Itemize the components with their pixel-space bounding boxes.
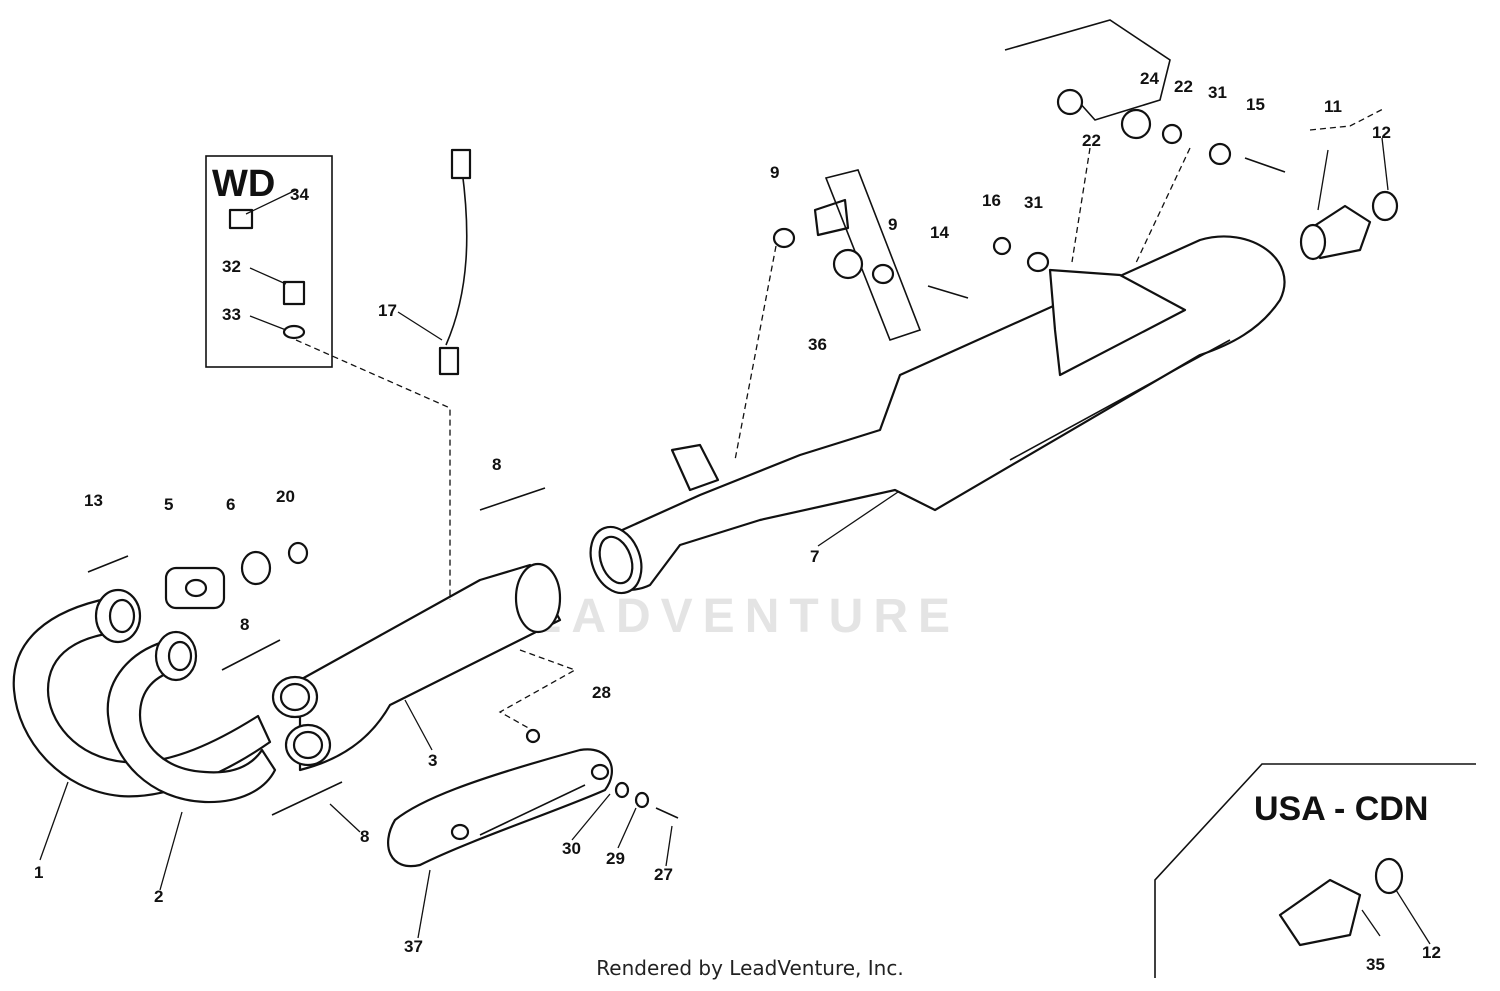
- callout-24: 24: [1140, 69, 1159, 88]
- callout-31a: 31: [1208, 83, 1227, 102]
- nut-20: [287, 541, 309, 565]
- callout-11: 11: [1324, 97, 1342, 116]
- plug-34: [228, 208, 254, 230]
- callout-20: 20: [276, 487, 295, 506]
- collar-22a: [1056, 88, 1084, 116]
- spring-8a: [479, 487, 546, 511]
- callout-22a: 22: [1082, 131, 1101, 150]
- callout-5: 5: [164, 495, 173, 514]
- watermark: LEADVENTURE: [490, 590, 960, 643]
- heat-shield-37: [387, 748, 613, 868]
- sensor-17: [438, 346, 460, 376]
- headpipe-1: [12, 588, 272, 798]
- bolt-13: [87, 555, 129, 573]
- callout-15: 15: [1246, 95, 1265, 114]
- callout-36: 36: [808, 335, 827, 354]
- nut-28: [525, 728, 541, 744]
- callout-37: 37: [404, 937, 423, 956]
- washer-31a: [1026, 251, 1050, 273]
- part-35: [1278, 857, 1404, 947]
- grommet-36: [832, 248, 864, 280]
- headpipe-2: [106, 630, 277, 804]
- middle-pipe-3: [271, 562, 562, 772]
- usa-cdn-box-title: USA - CDN: [1254, 790, 1428, 828]
- callout-3: 3: [428, 751, 437, 770]
- wd-box-title: WD: [212, 163, 275, 205]
- callout-32: 32: [222, 257, 241, 276]
- bolt-14: [927, 285, 969, 299]
- washer-29: [634, 791, 650, 809]
- callout-28: 28: [592, 683, 611, 702]
- grommet-24: [1120, 108, 1152, 140]
- callout-9a: 9: [770, 163, 779, 182]
- grommet-9b: [871, 263, 895, 285]
- bolt-15: [1244, 157, 1286, 173]
- callout-8b: 8: [240, 615, 249, 634]
- leader-lines: [39, 107, 1431, 945]
- callout-1: 1: [34, 863, 43, 882]
- frame-section: [1004, 19, 1171, 121]
- callout-30: 30: [562, 839, 581, 858]
- callout-2: 2: [154, 887, 163, 906]
- callout-9b: 9: [888, 215, 897, 234]
- callout-34: 34: [290, 185, 309, 204]
- bolt-27: [655, 807, 679, 819]
- sensor-connector: [450, 148, 472, 180]
- callout-29: 29: [606, 849, 625, 868]
- usa-cdn-box: [1154, 763, 1476, 978]
- washer-31b: [1208, 142, 1232, 166]
- callout-13: 13: [84, 491, 103, 510]
- render-credit: Rendered by LeadVenture, Inc.: [596, 956, 904, 980]
- collar: [813, 198, 850, 237]
- callout-16: 16: [982, 191, 1001, 210]
- hardware: [87, 88, 1286, 819]
- bracket-tube: [824, 169, 922, 341]
- callouts: 1 2 3 5 6 7 8 8 8 9 9 11 12 12 13 14 15 …: [34, 69, 1441, 974]
- callout-8c: 8: [360, 827, 369, 846]
- washer-30: [614, 781, 630, 799]
- wd-box: [205, 155, 333, 368]
- callout-22b: 22: [1174, 77, 1193, 96]
- callout-33: 33: [222, 305, 241, 324]
- muffler-7: [589, 235, 1286, 595]
- callout-35: 35: [1366, 955, 1385, 974]
- spark-arrestor-11: [1299, 190, 1399, 261]
- sensor-lead-17: [445, 169, 468, 346]
- callout-8a: 8: [492, 455, 501, 474]
- nut-16: [992, 236, 1012, 256]
- collar-22b: [1161, 123, 1183, 145]
- callout-31b: 31: [1024, 193, 1043, 212]
- callout-12b: 12: [1422, 943, 1441, 962]
- callout-12a: 12: [1372, 123, 1391, 142]
- spring-8b: [221, 639, 281, 671]
- callout-6: 6: [226, 495, 235, 514]
- grommet-9a: [772, 227, 796, 249]
- gasket-6: [240, 550, 272, 586]
- callout-27: 27: [654, 865, 673, 884]
- washer-33: [282, 324, 306, 340]
- callout-14: 14: [930, 223, 949, 242]
- plug-32: [282, 280, 306, 306]
- spring-8c: [271, 781, 343, 816]
- callout-7: 7: [810, 547, 819, 566]
- callout-17: 17: [378, 301, 397, 320]
